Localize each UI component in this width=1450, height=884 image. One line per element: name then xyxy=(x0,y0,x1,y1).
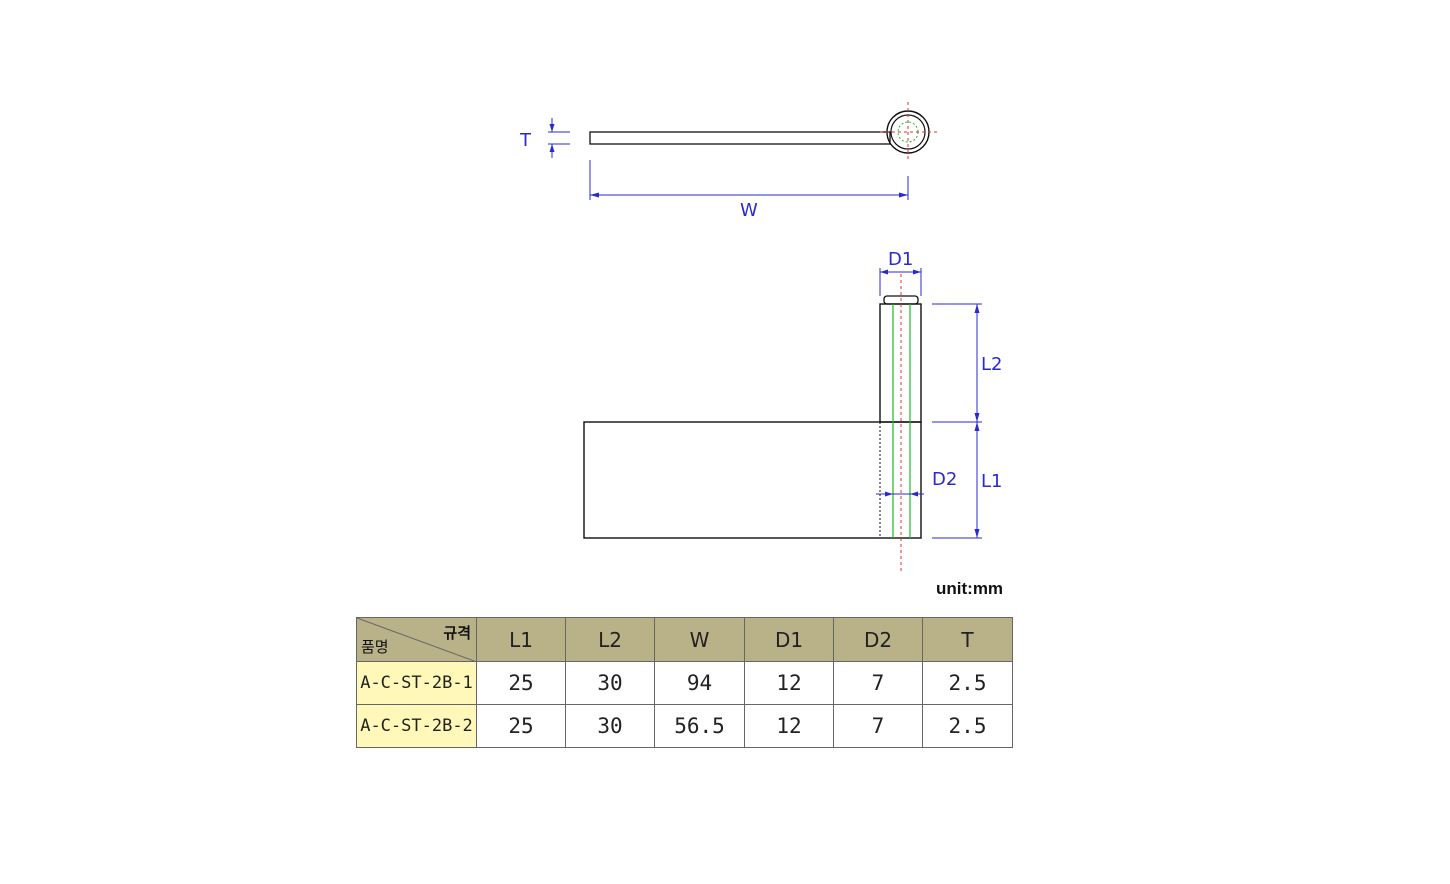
header-l2: L2 xyxy=(565,617,655,662)
d1-label: D1 xyxy=(888,249,913,270)
cell-t: 2.5 xyxy=(922,661,1013,705)
corner-header: 규격 품명 xyxy=(356,617,477,662)
cell-l2: 30 xyxy=(565,704,655,748)
product-name: A-C-ST-2B-1 xyxy=(356,661,477,705)
cell-l1: 25 xyxy=(476,704,566,748)
d2-arrow-right xyxy=(910,491,918,497)
cell-l1: 25 xyxy=(476,661,566,705)
w-label: W xyxy=(740,200,758,221)
l2-label: L2 xyxy=(981,354,1002,375)
table-row: A-C-ST-2B-1 25 30 94 12 7 2.5 xyxy=(356,661,1013,705)
cell-l2: 30 xyxy=(565,661,655,705)
plate-top-outline xyxy=(589,131,891,145)
cell-w: 56.5 xyxy=(654,704,745,748)
top-view: T W xyxy=(519,102,938,221)
table-row: A-C-ST-2B-2 25 30 56.5 12 7 2.5 xyxy=(356,704,1013,748)
cell-d1: 12 xyxy=(744,661,834,705)
l2-arrow-top xyxy=(974,304,980,313)
l1-label: L1 xyxy=(981,471,1002,492)
corner-name-label: 품명 xyxy=(361,638,389,656)
t-arrow-bottom xyxy=(549,144,555,152)
corner-diagonal xyxy=(357,618,477,662)
d1-arrow-right xyxy=(913,269,921,275)
front-view: D1 D2 L2 L1 xyxy=(583,249,1002,574)
header-t: T xyxy=(922,617,1013,662)
cell-d2: 7 xyxy=(833,661,923,705)
d1-arrow-left xyxy=(880,269,888,275)
d2-arrow-left xyxy=(885,491,893,497)
cell-d1: 12 xyxy=(744,704,834,748)
corner-spec-label: 규격 xyxy=(443,624,471,642)
l1-arrow-bottom xyxy=(974,529,980,538)
plate-front-outline xyxy=(583,421,922,539)
cell-w: 94 xyxy=(654,661,745,705)
knuckle-front-outline xyxy=(879,303,922,423)
cell-d2: 7 xyxy=(833,704,923,748)
header-w: W xyxy=(654,617,745,662)
w-arrow-left xyxy=(590,192,599,198)
l2-arrow-bottom xyxy=(974,413,980,422)
cell-t: 2.5 xyxy=(922,704,1013,748)
l1-arrow-top xyxy=(974,422,980,431)
product-name: A-C-ST-2B-2 xyxy=(356,704,477,748)
header-d1: D1 xyxy=(744,617,834,662)
t-label: T xyxy=(519,130,532,151)
d2-label: D2 xyxy=(932,469,957,490)
unit-label: unit:mm xyxy=(936,579,1004,598)
header-d2: D2 xyxy=(833,617,923,662)
w-arrow-right xyxy=(899,192,908,198)
spec-table: 규격 품명 L1 L2 W D1 D2 T A-C-ST-2B-1 25 30 … xyxy=(356,617,1013,748)
table-header-row: 규격 품명 L1 L2 W D1 D2 T xyxy=(356,617,1013,662)
header-l1: L1 xyxy=(476,617,566,662)
t-arrow-top xyxy=(549,124,555,132)
